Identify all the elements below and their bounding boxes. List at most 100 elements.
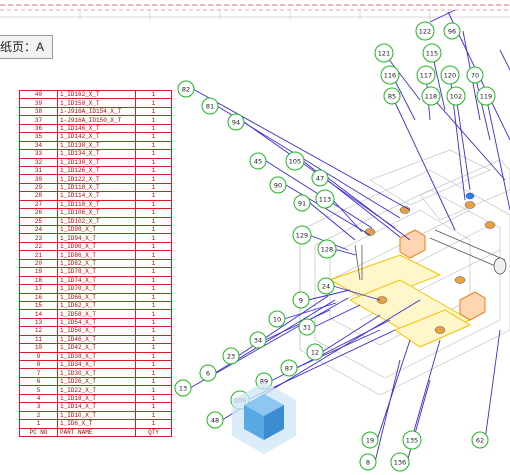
- balloon-callout: 19: [361, 431, 379, 449]
- bom-cell-qty: 1: [135, 191, 172, 201]
- bom-cell-part-name: 1_ID114_X_T: [57, 191, 136, 201]
- bom-cell-pc-no: 16: [19, 292, 58, 302]
- bom-cell-pc-no: 19: [19, 267, 58, 277]
- bom-cell-part-name: 1_ID70_X_T: [57, 284, 136, 294]
- bom-cell-pc-no: 22: [19, 241, 58, 252]
- bom-cell-part-name: 1_ID86_X_T: [57, 250, 136, 260]
- bom-cell-qty: 1: [135, 89, 172, 100]
- bom-cell-pc-no: 6: [19, 376, 58, 387]
- bom-cell-part-name: 1_ID18_X_T: [57, 393, 136, 404]
- bom-cell-part-name: 1_ID50_X_T: [57, 326, 136, 336]
- bom-cell-qty: 1: [135, 351, 172, 362]
- bom-cell-part-name: 1_ID162_X_T: [57, 89, 136, 100]
- bom-cell-qty: 1: [135, 98, 172, 108]
- bom-cell-qty: 1: [135, 250, 172, 260]
- balloon-label: 81: [206, 103, 214, 111]
- balloon-callout: 115: [422, 43, 442, 63]
- bom-cell-part-name: 1_ID138_X_T: [57, 140, 136, 151]
- drawing-frame: [0, 4, 510, 20]
- bom-cell-qty: 1: [135, 284, 172, 294]
- bom-cell-part-name: 1_ID106_X_T: [57, 208, 136, 218]
- balloon-label: 122: [419, 28, 431, 36]
- bom-cell-qty: 1: [135, 368, 172, 378]
- balloon-callout: 6: [199, 364, 217, 382]
- balloon-callout: 45: [249, 152, 267, 170]
- bom-cell-pc-no: 21: [19, 250, 58, 260]
- balloon-label: 117: [420, 72, 432, 80]
- bom-cell-part-name: 1_ID10_X_T: [57, 410, 136, 421]
- bom-cell-pc-no: 40: [19, 89, 58, 100]
- balloon-label: 89: [260, 378, 268, 386]
- bom-cell-pc-no: 38: [19, 106, 58, 117]
- bom-cell-pc-no: 36: [19, 123, 58, 134]
- bom-cell-pc-no: 28: [19, 191, 58, 201]
- bom-cell-part-name: 1_ID110_X_T: [57, 199, 136, 210]
- bom-cell-pc-no: 31: [19, 165, 58, 176]
- balloon-label: 47: [316, 175, 324, 183]
- balloon-label: 10: [273, 316, 281, 324]
- balloon-label: 115: [426, 50, 438, 58]
- balloon-label: 70: [471, 72, 479, 80]
- bom-cell-qty: 1: [135, 410, 172, 421]
- bom-cell-pc-no: 13: [19, 317, 58, 328]
- balloon-callout: 102: [446, 86, 466, 106]
- balloon-callout: 113: [315, 189, 335, 209]
- balloon-callout: 87: [280, 359, 298, 377]
- bom-cell-part-name: 1_ID130_X_T: [57, 157, 136, 167]
- bom-cell-qty: 1: [135, 376, 172, 387]
- bom-cell-pc-no: 25: [19, 216, 58, 227]
- bom-cell-qty: 1: [135, 343, 172, 353]
- bom-cell-pc-no: 3: [19, 402, 58, 412]
- bom-cell-part-name: 1_ID142_X_T: [57, 132, 136, 142]
- bom-cell-pc-no: 12: [19, 326, 58, 336]
- assembly-drawing: [299, 149, 510, 396]
- balloon-label: 135: [406, 437, 418, 445]
- bom-cell-part-name: 1_ID58_X_T: [57, 309, 136, 319]
- balloon-callout: 129: [292, 225, 312, 245]
- bom-cell-part-name: 1_ID146_X_T: [57, 123, 136, 134]
- balloon-label: 120: [444, 72, 456, 80]
- bom-cell-pc-no: 9: [19, 351, 58, 362]
- cube-logo-icon: [232, 382, 296, 454]
- bom-cell-part-name: 1_ID6_X_T: [57, 419, 136, 429]
- balloon-label: 12: [311, 349, 319, 357]
- bom-cell-pc-no: 7: [19, 368, 58, 378]
- bom-cell-qty: 1: [135, 317, 172, 328]
- sheet-tab[interactable]: 纸页：A: [0, 35, 54, 59]
- bom-cell-part-name: 1_ID34_X_T: [57, 359, 136, 370]
- balloon-callout: 91: [293, 194, 311, 212]
- bom-cell-part-name: 1-J916A_ID154_X_T: [57, 106, 136, 117]
- bom-cell-part-name: 1_ID62_X_T: [57, 300, 136, 311]
- balloon-label: 48: [211, 417, 219, 425]
- bom-cell-pc-no: 34: [19, 140, 58, 151]
- balloon-label: 62: [476, 437, 484, 445]
- bom-cell-qty: 1: [135, 199, 172, 210]
- balloon-label: 105: [289, 158, 301, 166]
- balloon-label: 102: [450, 93, 462, 101]
- bom-cell-part-name: 1_ID158_X_T: [57, 98, 136, 108]
- balloon-callout: 9: [292, 291, 310, 309]
- bom-cell-part-name: 1_ID122_X_T: [57, 174, 136, 184]
- bom-cell-pc-no: 11: [19, 334, 58, 345]
